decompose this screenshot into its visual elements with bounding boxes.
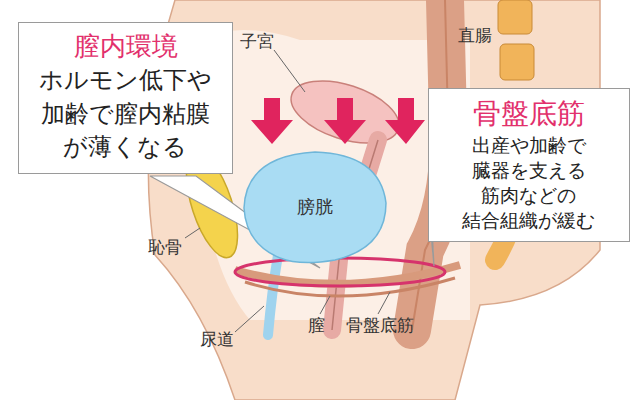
- organ-label: 尿道: [200, 330, 234, 349]
- pressure-arrows: [251, 98, 425, 144]
- callout-body: 出産や加齢で 臓器を支える 筋肉などの 結合組織が緩む: [457, 133, 601, 233]
- callout-box: 骨盤底筋出産や加齢で 臓器を支える 筋肉などの 結合組織が緩む: [428, 88, 630, 242]
- callout-heading: 骨盤底筋: [443, 95, 615, 133]
- organ-label: 直腸: [458, 26, 492, 45]
- bladder-outline-path: [244, 152, 386, 263]
- vertebra: [500, 44, 534, 80]
- organ-label: 恥骨: [148, 238, 182, 257]
- urethra: [268, 255, 278, 335]
- vertebra: [498, 0, 532, 34]
- organ-label: 膣: [308, 316, 325, 335]
- highlight-ellipse: [235, 258, 445, 286]
- organ-label: 骨盤底筋: [346, 316, 414, 335]
- uterus: [283, 69, 406, 155]
- bladder-shape: 膀胱: [240, 148, 390, 266]
- callout-body: ホルモン低下や 加齢で膣内粘膜 が薄くなる: [34, 64, 216, 165]
- organ-label: 子宮: [240, 32, 274, 51]
- organ-name: 膀胱: [297, 195, 333, 219]
- callout-heading: 膣内環境: [33, 29, 218, 64]
- callout-box: 膣内環境ホルモン低下や 加齢で膣内粘膜 が薄くなる: [18, 22, 233, 174]
